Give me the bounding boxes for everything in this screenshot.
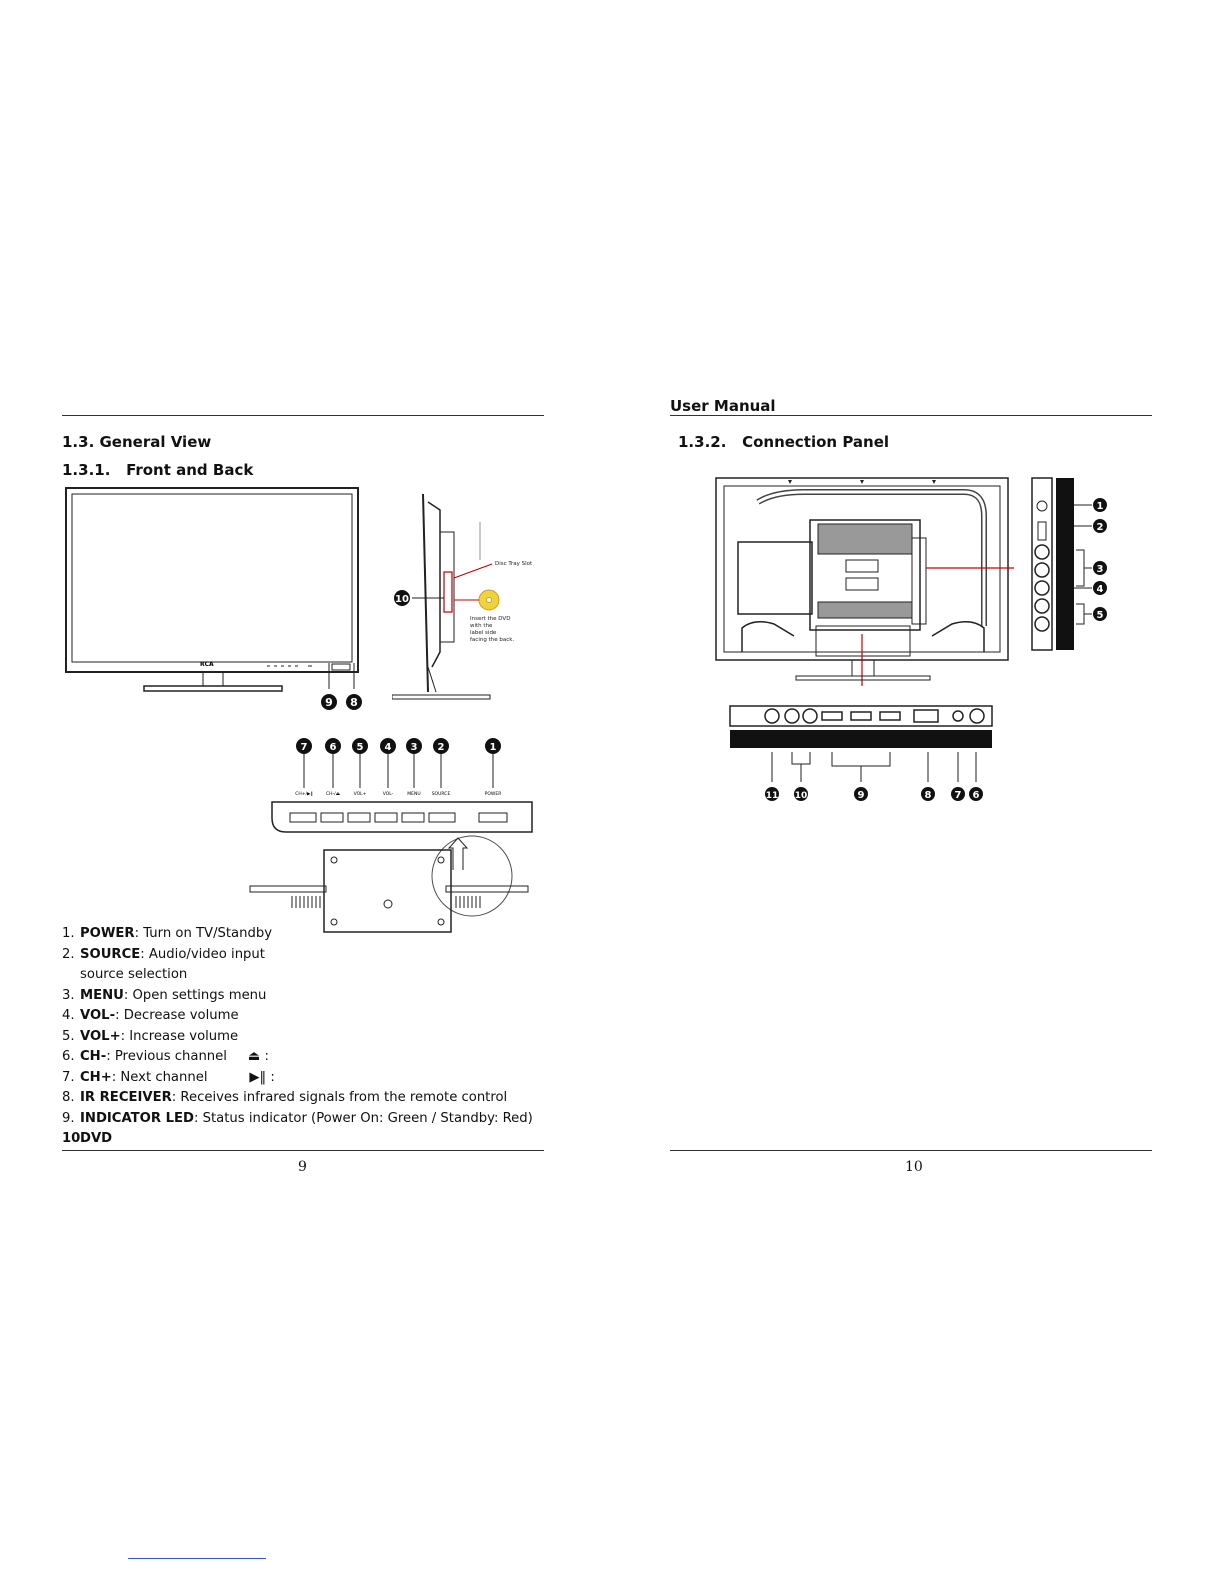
list-item: 7.CH+: Next channel ▶‖ : bbox=[62, 1069, 275, 1085]
svg-text:8: 8 bbox=[925, 790, 932, 801]
svg-text:label side: label side bbox=[470, 630, 497, 636]
list-item: 3.MENU: Open settings menu bbox=[62, 987, 267, 1003]
svg-text:9: 9 bbox=[325, 696, 333, 709]
svg-text:VOL+: VOL+ bbox=[354, 791, 367, 797]
side-connection-panel: 1 2 3 4 5 bbox=[1031, 477, 1107, 651]
callout-side-10: 10 bbox=[395, 594, 409, 605]
svg-text:3: 3 bbox=[411, 742, 418, 753]
underline-artifact bbox=[128, 1558, 266, 1559]
list-item: 10.DVD bbox=[62, 1131, 113, 1146]
svg-text:Insert the DVD: Insert the DVD bbox=[470, 616, 510, 622]
svg-text:6: 6 bbox=[973, 790, 980, 801]
list-item: 1.POWER: Turn on TV/Standby bbox=[62, 926, 273, 941]
top-rule-left bbox=[62, 415, 544, 416]
section-heading: 1.3. General View bbox=[62, 433, 212, 451]
keypad-diagram: 7 6 5 4 3 2 1 CH+/▶‖ CH-/⏏ VOL+ VOL- MEN… bbox=[249, 738, 533, 933]
svg-text:5: 5 bbox=[1097, 610, 1104, 621]
svg-text:MENU: MENU bbox=[407, 791, 420, 797]
svg-text:2: 2 bbox=[438, 742, 445, 753]
button-description-list: 1.POWER: Turn on TV/Standby 2.SOURCE: Au… bbox=[62, 924, 562, 1150]
tv-side-diagram: 10 Disc Tray Slot Insert the DVD with th… bbox=[392, 493, 533, 700]
subsection-heading-connection: 1.3.2. Connection Panel bbox=[678, 433, 890, 451]
page-number-right: 10 bbox=[905, 1159, 923, 1175]
svg-text:7: 7 bbox=[301, 742, 308, 753]
svg-text:facing the back.: facing the back. bbox=[470, 637, 514, 643]
list-item: 4.VOL-: Decrease volume bbox=[62, 1008, 239, 1023]
bottom-connection-panel: 11 10 9 8 7 6 bbox=[729, 705, 993, 801]
svg-text:9: 9 bbox=[858, 790, 865, 801]
svg-text:5: 5 bbox=[357, 742, 364, 753]
running-header: User Manual bbox=[670, 397, 776, 415]
svg-text:with the: with the bbox=[470, 623, 493, 629]
list-item-continuation: source selection bbox=[80, 967, 188, 982]
callout-front-9-8: 9 8 bbox=[321, 663, 362, 710]
top-rule-right bbox=[670, 415, 1152, 416]
tv-brand-logo: RCA bbox=[200, 661, 214, 668]
list-item: 8.IR RECEIVER: Receives infrared signals… bbox=[62, 1090, 508, 1105]
svg-text:2: 2 bbox=[1097, 522, 1104, 533]
list-item: 2.SOURCE: Audio/video input bbox=[62, 946, 265, 962]
svg-text:1: 1 bbox=[1097, 501, 1104, 512]
svg-text:6: 6 bbox=[330, 742, 337, 753]
svg-text:CH+/▶‖: CH+/▶‖ bbox=[295, 791, 313, 797]
disc-tray-slot-label: Disc Tray Slot bbox=[495, 561, 533, 567]
svg-text:10: 10 bbox=[795, 791, 808, 801]
svg-text:VOL-: VOL- bbox=[383, 791, 394, 797]
bottom-rule-right bbox=[670, 1150, 1152, 1151]
svg-text:CH-/⏏: CH-/⏏ bbox=[326, 791, 340, 797]
list-item: 9.INDICATOR LED: Status indicator (Power… bbox=[62, 1110, 533, 1126]
svg-text:SOURCE: SOURCE bbox=[432, 791, 451, 797]
subsection-heading-front-back: 1.3.1. Front and Back bbox=[62, 461, 254, 479]
tv-front-diagram: RCA bbox=[65, 487, 359, 692]
bottom-rule-left bbox=[62, 1150, 544, 1151]
svg-text:POWER: POWER bbox=[485, 791, 502, 797]
svg-text:11: 11 bbox=[766, 791, 779, 801]
svg-text:4: 4 bbox=[385, 742, 392, 753]
svg-text:1: 1 bbox=[490, 742, 497, 753]
svg-text:4: 4 bbox=[1097, 584, 1104, 595]
list-item: 6.CH-: Previous channel ⏏ : bbox=[62, 1049, 269, 1064]
page-number-left: 9 bbox=[298, 1159, 307, 1175]
svg-text:8: 8 bbox=[350, 696, 358, 709]
tv-back-diagram bbox=[715, 477, 1014, 686]
svg-text:3: 3 bbox=[1097, 564, 1104, 575]
svg-text:7: 7 bbox=[955, 790, 962, 801]
list-item: 5.VOL+: Increase volume bbox=[62, 1028, 239, 1044]
